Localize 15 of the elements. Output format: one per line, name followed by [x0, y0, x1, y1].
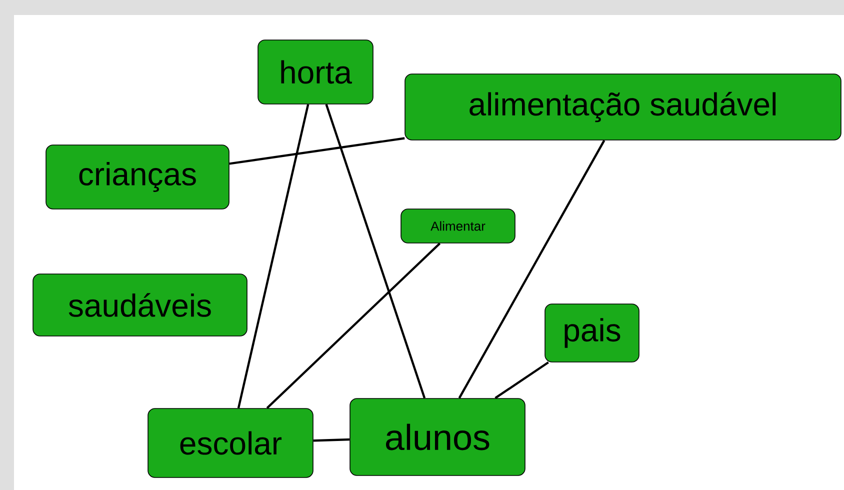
connector-line — [458, 140, 606, 399]
concept-box: horta — [258, 40, 374, 104]
connector-line — [266, 242, 441, 409]
connector-line — [325, 104, 426, 398]
concept-box: Alimentar — [400, 208, 516, 244]
connector-line — [494, 361, 549, 399]
concept-box: escolar — [148, 408, 314, 478]
concept-box: pais — [544, 304, 640, 362]
concept-box: saudáveis — [32, 274, 248, 336]
connector-line — [313, 438, 350, 442]
concept-box: alimentação saudável — [404, 74, 842, 140]
connector-line — [229, 137, 405, 165]
concept-box: crianças — [46, 144, 230, 210]
connector-line — [237, 104, 310, 408]
concept-box: alunos — [350, 398, 526, 476]
